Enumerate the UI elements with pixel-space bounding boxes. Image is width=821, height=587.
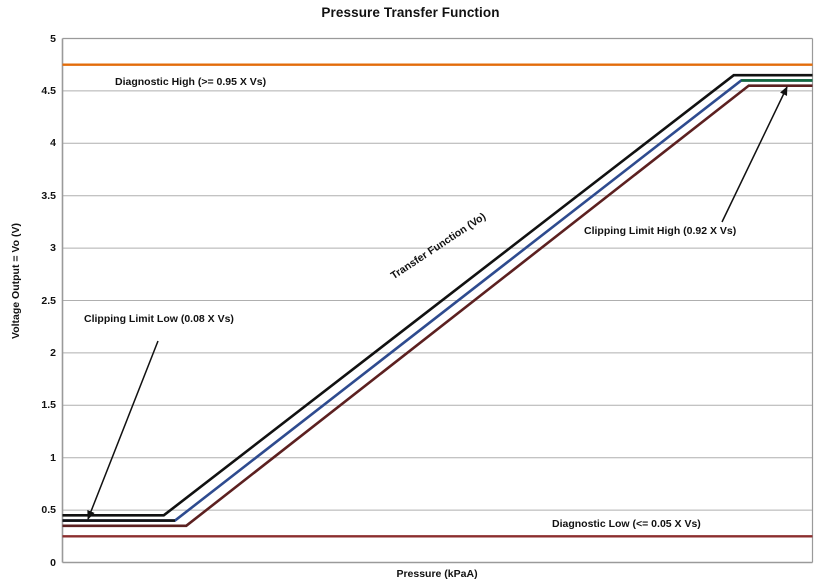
y-tick-label: 2 <box>50 346 56 359</box>
annotation-clipping-limit-high: Clipping Limit High (0.92 X Vs) <box>584 225 737 237</box>
y-tick-label: 0.5 <box>41 504 56 517</box>
y-axis-tick-labels: 0 0.5 1 1.5 2 2.5 3 3.5 4 4.5 5 <box>8 0 56 587</box>
y-tick-label: 1.5 <box>41 399 56 412</box>
annotation-arrow-clipping-limit-low <box>87 340 159 520</box>
y-tick-label: 5 <box>50 32 56 45</box>
y-tick-label: 4 <box>50 137 56 150</box>
annotation-arrow-clipping-limit-high <box>721 86 788 223</box>
y-tick-label: 3 <box>50 242 56 255</box>
annotation-clipping-limit-low: Clipping Limit Low (0.08 X Vs) <box>84 313 234 325</box>
series-lines <box>62 63 813 538</box>
y-tick-label: 1 <box>50 451 56 464</box>
y-tick-label: 0 <box>50 556 56 569</box>
axis-lines <box>61 37 814 564</box>
series-transfer-function-line <box>62 73 813 517</box>
x-axis-title: Pressure (kPaA) <box>396 568 478 580</box>
annotation-arrows <box>87 86 788 520</box>
chart-title: Pressure Transfer Function <box>321 5 500 20</box>
y-tick-label: 4.5 <box>41 84 56 97</box>
annotation-diagnostic-high: Diagnostic High (>= 0.95 X Vs) <box>115 76 267 88</box>
y-tick-label: 2.5 <box>41 294 56 307</box>
annotation-diagnostic-low: Diagnostic Low (<= 0.05 X Vs) <box>552 518 701 530</box>
y-tick-label: 3.5 <box>41 189 56 202</box>
series-transfer-function-line <box>62 84 813 528</box>
